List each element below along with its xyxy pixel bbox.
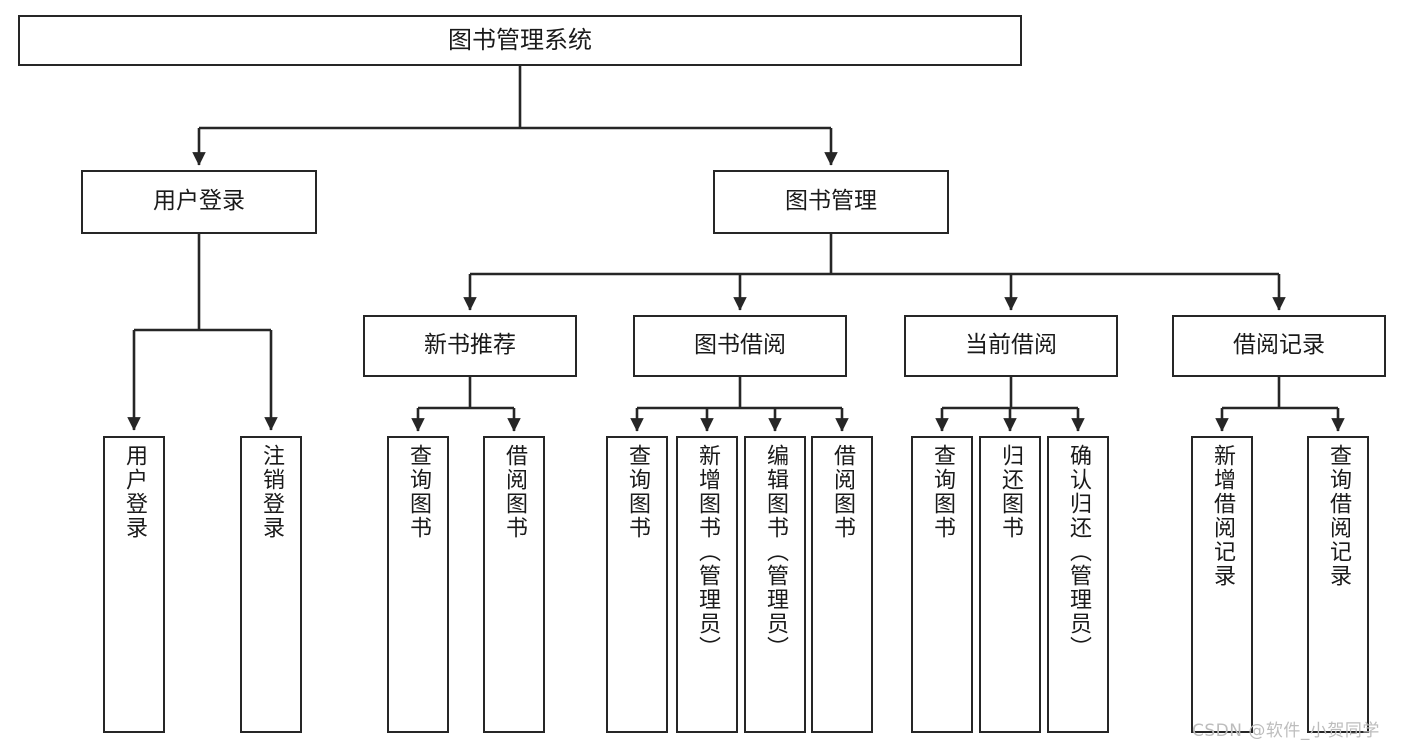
node-book-management[interactable]: 图书管理 xyxy=(713,170,949,234)
node-leaf-edit-book-admin[interactable]: 编辑图书（管理员） xyxy=(744,436,806,733)
node-leaf-query-book-borrow[interactable]: 查询图书 xyxy=(606,436,668,733)
node-label: 新增图书（管理员） xyxy=(695,444,720,660)
node-current-borrow[interactable]: 当前借阅 xyxy=(904,315,1118,377)
node-label: 图书管理 xyxy=(785,188,877,215)
node-leaf-query-book-current[interactable]: 查询图书 xyxy=(911,436,973,733)
node-leaf-logout-login[interactable]: 注销登录 xyxy=(240,436,302,733)
node-borrow-record[interactable]: 借阅记录 xyxy=(1172,315,1386,377)
watermark-text: CSDN @软件_小贺同学 xyxy=(1192,721,1380,741)
node-leaf-add-book-admin[interactable]: 新增图书（管理员） xyxy=(676,436,738,733)
node-label: 借阅图书 xyxy=(830,444,855,540)
node-leaf-query-borrow-record[interactable]: 查询借阅记录 xyxy=(1307,436,1369,733)
node-label: 查询借阅记录 xyxy=(1326,444,1351,588)
node-label: 图书管理系统 xyxy=(448,26,592,55)
node-new-book-recommend[interactable]: 新书推荐 xyxy=(363,315,577,377)
node-leaf-borrow-book-borrow[interactable]: 借阅图书 xyxy=(811,436,873,733)
node-leaf-add-borrow-record[interactable]: 新增借阅记录 xyxy=(1191,436,1253,733)
node-label: 查询图书 xyxy=(406,444,431,540)
node-label: 借阅图书 xyxy=(502,444,527,540)
node-label: 用户登录 xyxy=(122,444,147,540)
node-root-book-management-system[interactable]: 图书管理系统 xyxy=(18,15,1022,66)
node-leaf-confirm-return-admin[interactable]: 确认归还（管理员） xyxy=(1047,436,1109,733)
node-book-borrow[interactable]: 图书借阅 xyxy=(633,315,847,377)
node-leaf-user-login[interactable]: 用户登录 xyxy=(103,436,165,733)
node-label: 注销登录 xyxy=(259,444,284,540)
node-label: 归还图书 xyxy=(998,444,1023,540)
node-label: 借阅记录 xyxy=(1233,332,1325,359)
node-label: 用户登录 xyxy=(153,188,245,215)
node-label: 确认归还（管理员） xyxy=(1066,444,1091,660)
node-label: 当前借阅 xyxy=(965,332,1057,359)
node-label: 新增借阅记录 xyxy=(1210,444,1235,588)
node-label: 查询图书 xyxy=(625,444,650,540)
node-label: 新书推荐 xyxy=(424,332,516,359)
node-label: 编辑图书（管理员） xyxy=(763,444,788,660)
node-leaf-query-book-recommend[interactable]: 查询图书 xyxy=(387,436,449,733)
node-leaf-return-book[interactable]: 归还图书 xyxy=(979,436,1041,733)
node-user-login[interactable]: 用户登录 xyxy=(81,170,317,234)
node-label: 查询图书 xyxy=(930,444,955,540)
node-label: 图书借阅 xyxy=(694,332,786,359)
node-leaf-borrow-book-recommend[interactable]: 借阅图书 xyxy=(483,436,545,733)
